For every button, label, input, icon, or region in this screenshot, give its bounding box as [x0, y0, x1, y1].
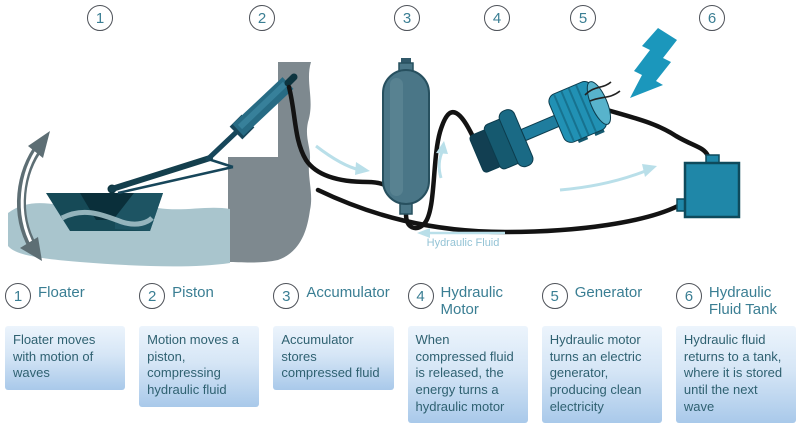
base-block [228, 157, 312, 263]
hydraulic-motor-illustration [469, 109, 534, 173]
flow-arrow-icon [437, 149, 445, 179]
step-description: When compressed fluid is released, the e… [407, 326, 528, 424]
generator-illustration [548, 81, 612, 143]
step-circle-6: 6 [699, 5, 725, 31]
accumulator-illustration [382, 58, 430, 215]
tank-illustration [676, 154, 741, 219]
step-name: Piston [172, 284, 214, 301]
illustration-canvas [8, 28, 741, 267]
step-name: Accumulator [306, 284, 390, 301]
step-circle-4: 4 [484, 5, 510, 31]
lightning-icon [630, 28, 677, 98]
lever-arm [109, 155, 234, 195]
step-name: Generator [574, 284, 643, 301]
step-circle-3: 3 [394, 5, 420, 31]
legend-circle-1: 1 [5, 283, 31, 309]
motor-generator-assembly [469, 81, 612, 173]
legend-circle-5: 5 [541, 283, 568, 309]
step-circle-2: 2 [249, 5, 275, 31]
hose-accumulator-to-motor [403, 110, 484, 231]
up-down-arrow-icon [17, 131, 50, 261]
step-description: Motion moves a piston, compressing hydra… [139, 326, 260, 407]
flow-arrow-icon [315, 144, 361, 172]
floater-illustration [46, 184, 163, 231]
legend-circle-2: 2 [139, 283, 166, 309]
flow-arrows [315, 141, 657, 238]
step-description: Accumulator stores compressed fluid [273, 326, 394, 390]
hose-return-line [315, 187, 681, 235]
legend: 1 Floater Floater moves with motion of w… [5, 281, 797, 424]
hose-assembly-to-tank [594, 104, 711, 159]
hydraulic-fluid-flow-label: Hydraulic Fluid [426, 237, 500, 249]
step-description: Hydraulic motor turns an electric genera… [541, 326, 662, 424]
step-description: Hydraulic fluid returns to a tank, where… [675, 326, 797, 424]
legend-column-accumulator: 3 Accumulator Accumulator stores compres… [273, 281, 394, 423]
legend-column-hydraulic-fluid-tank: 6 Hydraulic Fluid Tank Hydraulic fluid r… [675, 281, 797, 424]
piston-illustration [205, 73, 298, 162]
legend-column-floater: 1 Floater Floater moves with motion of w… [5, 281, 126, 423]
step-description: Floater moves with motion of waves [5, 326, 126, 390]
legend-circle-4: 4 [407, 283, 434, 309]
legend-circle-3: 3 [273, 283, 300, 309]
step-name: Hydraulic Fluid Tank [708, 284, 777, 318]
step-name: Floater [38, 284, 85, 301]
legend-column-generator: 5 Generator Hydraulic motor turns an ele… [541, 281, 662, 424]
flow-arrow-icon [559, 168, 649, 192]
legend-circle-6: 6 [675, 283, 702, 309]
generator-wires [584, 81, 621, 102]
step-circle-5: 5 [570, 5, 596, 31]
step-circle-1: 1 [87, 5, 113, 31]
legend-column-hydraulic-motor: 4 Hydraulic Motor When compressed fluid … [407, 281, 528, 424]
legend-column-piston: 2 Piston Motion moves a piston, compress… [139, 281, 260, 423]
step-name: Hydraulic Motor [440, 284, 504, 318]
